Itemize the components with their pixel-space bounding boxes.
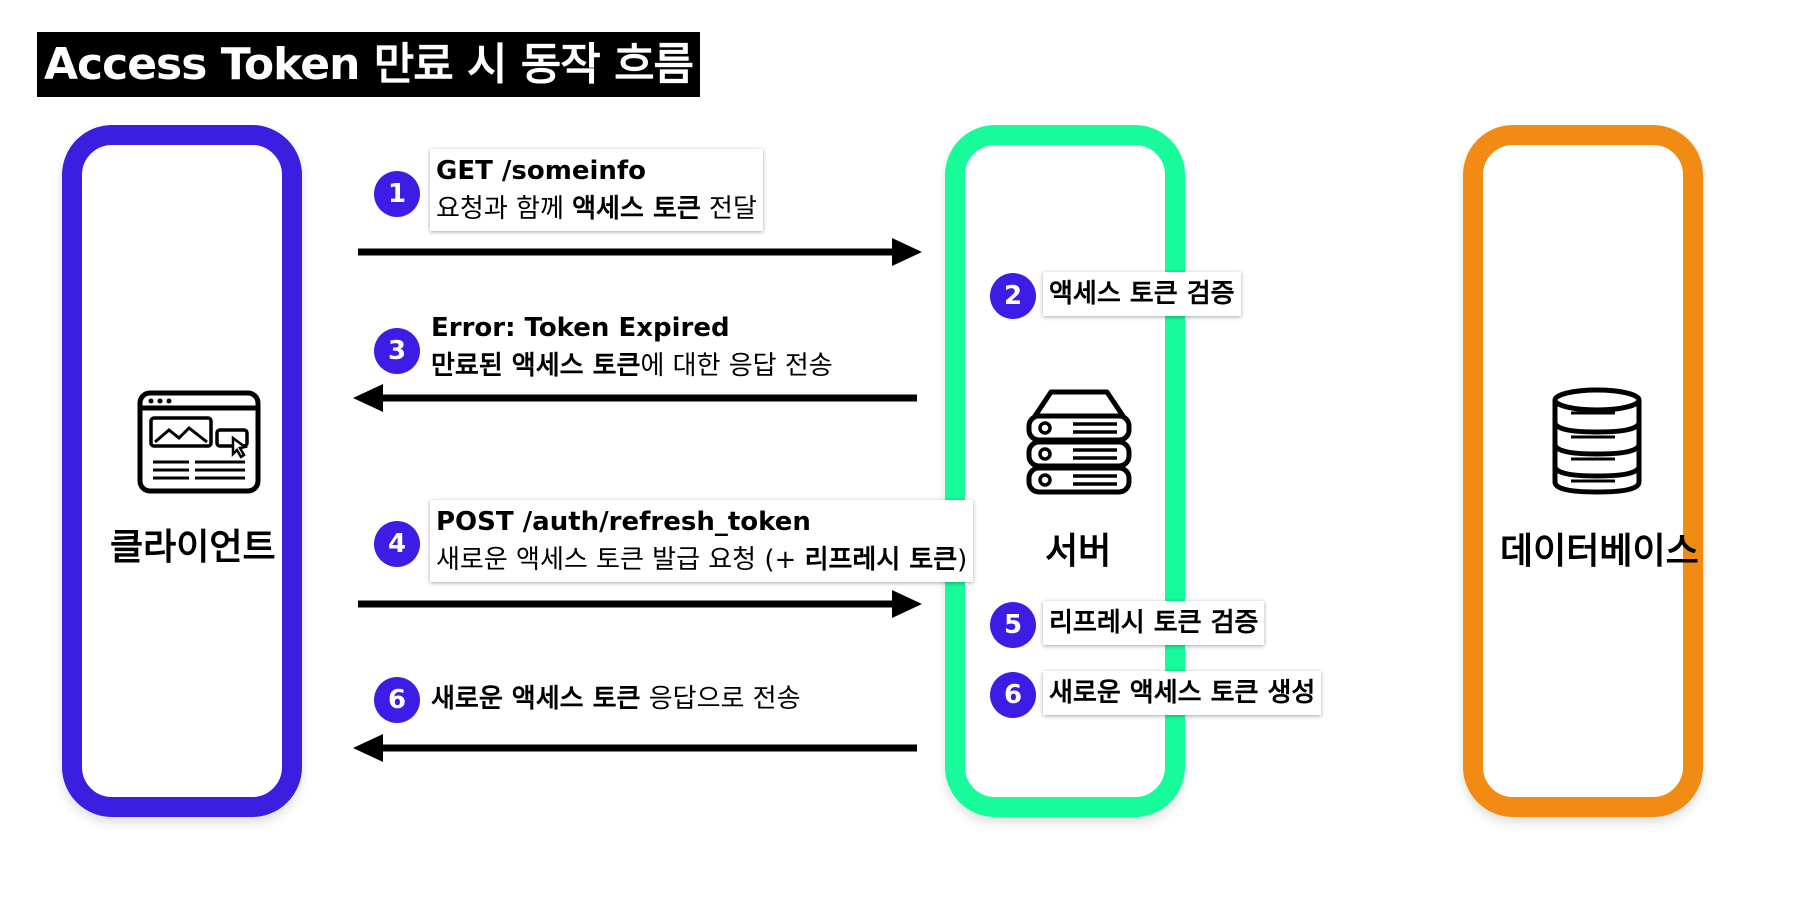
server-label: 서버 xyxy=(1045,531,1112,572)
step1-label: GET /someinfo 요청과 함께 액세스 토큰 전달 xyxy=(430,149,763,231)
arrow-step6-new-token-response xyxy=(353,734,917,762)
step-badge-2: 2 xyxy=(990,273,1036,319)
server-rack-icon xyxy=(1023,386,1135,502)
step2-label: 액세스 토큰 검증 xyxy=(1043,272,1241,316)
database-icon xyxy=(1549,386,1645,502)
step6-server-label: 새로운 액세스 토큰 생성 xyxy=(1043,671,1322,715)
step4-description: 새로운 액세스 토큰 발급 요청 (+ 리프레시 토큰) xyxy=(436,545,968,575)
diagram-title: Access Token 만료 시 동작 흐름 xyxy=(37,32,701,97)
step-badge-3: 3 xyxy=(374,328,420,374)
step-badge-5: 5 xyxy=(990,602,1036,648)
step3-error-line: Error: Token Expired xyxy=(431,313,730,343)
database-label: 데이터베이스 xyxy=(1500,531,1699,572)
step4-request-line: POST /auth/refresh_token xyxy=(436,507,811,537)
arrow-step4-refresh-request xyxy=(358,590,922,618)
step1-description: 요청과 함께 액세스 토큰 전달 xyxy=(436,194,757,224)
arrow-step1-request xyxy=(358,238,922,266)
step5-label: 리프레시 토큰 검증 xyxy=(1043,601,1265,645)
arrow-step3-error-response xyxy=(353,384,917,412)
step-badge-6-client: 6 xyxy=(374,677,420,723)
client-box xyxy=(62,125,302,817)
browser-window-icon xyxy=(137,390,261,498)
step-badge-1: 1 xyxy=(374,171,420,217)
step3-description: 만료된 액세스 토큰에 대한 응답 전송 xyxy=(431,351,833,381)
database-box xyxy=(1463,125,1703,817)
step1-request-line: GET /someinfo xyxy=(436,156,647,186)
step4-label: POST /auth/refresh_token 새로운 액세스 토큰 발급 요… xyxy=(430,500,974,582)
step-badge-4: 4 xyxy=(374,521,420,567)
step3-label: Error: Token Expired 만료된 액세스 토큰에 대한 응답 전… xyxy=(425,306,839,388)
step-badge-6-server: 6 xyxy=(990,672,1036,718)
step6-client-label: 새로운 액세스 토큰 응답으로 전송 xyxy=(431,684,801,714)
client-label: 클라이언트 xyxy=(110,527,276,568)
